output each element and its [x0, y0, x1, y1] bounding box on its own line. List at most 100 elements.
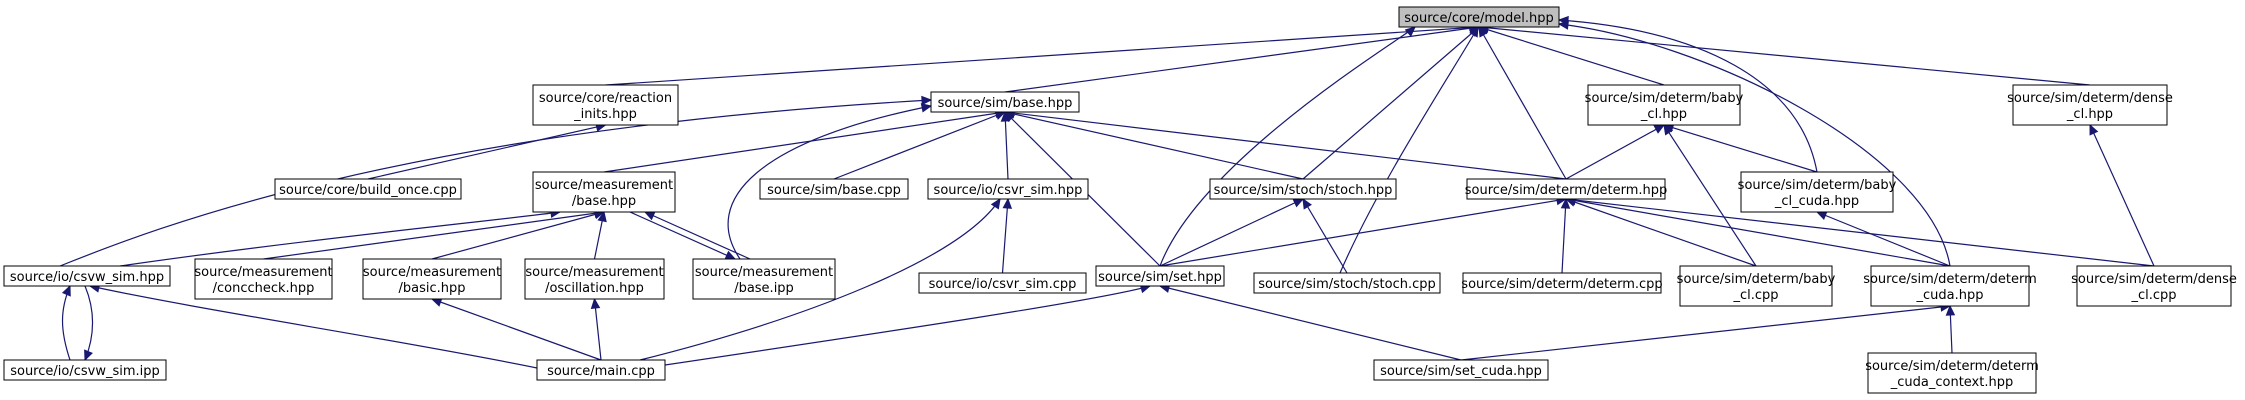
node-box: [194, 258, 333, 300]
node-label: source/measurement: [194, 265, 332, 280]
node-box: [1587, 84, 1741, 126]
edge-csvr_sim_hpp-to-sim_base: [1000, 110, 1011, 180]
node-box: [759, 178, 909, 200]
node-label: source/sim/determ/determ: [1863, 272, 2037, 287]
node-csvr-sim-hpp[interactable]: source/io/csvr_sim.hpp: [927, 178, 1089, 200]
node-baby-cl-hpp[interactable]: source/sim/determ/baby_cl.hpp: [1585, 84, 1744, 126]
node-box: [536, 359, 666, 381]
edge-determ_hpp-to-sim_base: [1003, 108, 1567, 180]
edge-oscillation-to-meas_base: [593, 210, 607, 260]
node-meas-base[interactable]: source/measurement/base.hpp: [532, 171, 676, 213]
node-determ-cpp[interactable]: source/sim/determ/determ.cpp: [1461, 272, 1663, 294]
node-dense-cl-hpp[interactable]: source/sim/determ/dense_cl.hpp: [2007, 84, 2173, 126]
edge-set_hpp-to-stoch_hpp: [1159, 198, 1305, 267]
edge-set_hpp-to-model: [1159, 26, 1416, 267]
node-baby-cl-cpp[interactable]: source/sim/determ/baby_cl.cpp: [1677, 265, 1836, 307]
node-label: source/sim/determ/dense: [2007, 91, 2173, 106]
node-label: _cl.cpp: [1732, 288, 1778, 303]
edge-csvw_sim_ipp-to-csvw_sim_hpp: [61, 284, 71, 361]
edge-meas_base_ipp-to-sim_base: [727, 103, 933, 260]
node-oscillation[interactable]: source/measurement/oscillation.hpp: [524, 258, 665, 300]
node-label: source/measurement: [525, 265, 663, 280]
node-box: [2076, 265, 2232, 307]
node-main-cpp[interactable]: source/main.cpp: [536, 359, 666, 381]
node-label: _cl.cpp: [2130, 288, 2176, 303]
node-label: _cuda.hpp: [1916, 288, 1984, 303]
node-model[interactable]: source/core/model.hpp: [1398, 6, 1560, 28]
node-label: source/sim/determ/determ: [1865, 359, 2039, 374]
node-label: source/sim/determ/determ.hpp: [1465, 183, 1667, 198]
node-box: [532, 171, 676, 213]
node-determ-hpp[interactable]: source/sim/determ/determ.hpp: [1465, 178, 1667, 200]
node-label: source/sim/determ/baby: [1738, 178, 1897, 193]
node-label: _cuda_context.hpp: [1890, 375, 2013, 390]
edge-determ_cpp-to-determ_hpp: [1560, 197, 1571, 274]
edge-baby_cl_cpp-to-baby_cl_hpp: [1663, 123, 1757, 267]
node-label: source/io/csvr_sim.hpp: [934, 183, 1083, 198]
node-csvw-sim-ipp[interactable]: source/io/csvw_sim.ipp: [3, 359, 167, 381]
node-label: source/sim/set_cuda.hpp: [1380, 364, 1542, 379]
edge-csvw_sim_hpp-to-meas_base: [119, 208, 562, 267]
node-label: source/main.cpp: [547, 364, 655, 379]
node-box: [1867, 352, 2037, 394]
node-label: source/core/model.hpp: [1404, 11, 1553, 26]
node-box: [2012, 84, 2168, 126]
node-set-hpp[interactable]: source/sim/set.hpp: [1095, 265, 1225, 287]
node-label: /basic.hpp: [398, 281, 465, 296]
edge-baby_cl_cuda_hpp-to-baby_cl_hpp: [1662, 123, 1818, 173]
node-stoch-cpp[interactable]: source/sim/stoch/stoch.cpp: [1253, 272, 1441, 294]
edge-determ_cuda_hpp-to-baby_cl_cuda_hpp: [1815, 211, 1951, 267]
node-box: [1209, 178, 1397, 200]
node-box: [1373, 359, 1549, 381]
edge-determ_hpp-to-model: [1478, 25, 1567, 180]
node-box: [1253, 272, 1441, 294]
node-label: /conccheck.hpp: [213, 281, 315, 296]
node-label: source/measurement: [363, 265, 501, 280]
edge-main_cpp-to-basic: [430, 297, 602, 361]
edge-meas_base-to-meas_base_ipp: [629, 211, 737, 260]
node-determ-cuda-hpp[interactable]: source/sim/determ/determ_cuda.hpp: [1863, 265, 2037, 307]
node-label: source/core/reaction: [539, 91, 672, 106]
node-determ-cuda-context[interactable]: source/sim/determ/determ_cuda_context.hp…: [1865, 352, 2039, 394]
node-conccheck[interactable]: source/measurement/conccheck.hpp: [194, 258, 333, 300]
node-label: source/sim/determ/determ.cpp: [1461, 277, 1662, 292]
node-label: source/io/csvw_sim.hpp: [10, 270, 164, 285]
edge-determ_cuda_context-to-determ_cuda_hpp: [1945, 304, 1956, 354]
node-baby-cl-cuda-hpp[interactable]: source/sim/determ/baby_cl_cuda.hpp: [1738, 171, 1897, 213]
node-label: source/sim/set.hpp: [1098, 270, 1222, 285]
edge-stoch_cpp-to-model: [1339, 25, 1479, 274]
nodes-layer: source/core/model.hpp source/core/reactio…: [3, 6, 2237, 394]
node-label: source/measurement: [535, 178, 673, 193]
node-csvr-sim-cpp[interactable]: source/io/csvr_sim.cpp: [918, 272, 1087, 294]
node-label: _cl.hpp: [2066, 107, 2113, 122]
edge-stoch_hpp-to-sim_base: [1003, 109, 1304, 180]
node-label: _inits.hpp: [573, 107, 637, 122]
edge-csvr_sim_cpp-to-csvr_sim_hpp: [1001, 197, 1013, 274]
node-sim-base-cpp[interactable]: source/sim/base.cpp: [759, 178, 909, 200]
node-basic[interactable]: source/measurement/basic.hpp: [362, 258, 502, 300]
node-box: [3, 265, 171, 287]
node-set-cuda[interactable]: source/sim/set_cuda.hpp: [1373, 359, 1549, 381]
node-meas-base-ipp[interactable]: source/measurement/base.ipp: [692, 258, 836, 300]
node-box: [1679, 265, 1833, 307]
edge-basic-to-meas_base: [431, 209, 606, 260]
node-reaction-inits[interactable]: source/core/reaction_inits.hpp: [532, 84, 679, 126]
node-label: source/sim/base.hpp: [938, 96, 1073, 111]
node-box: [930, 91, 1080, 113]
edge-sim_base-to-model: [1004, 23, 1481, 93]
node-box: [1740, 171, 1894, 213]
edge-set_cuda-to-set_hpp: [1158, 283, 1462, 361]
edge-csvw_sim_hpp-to-csvw_sim_ipp: [84, 285, 94, 362]
node-stoch-hpp[interactable]: source/sim/stoch/stoch.hpp: [1209, 178, 1397, 200]
edge-main_cpp-to-oscillation: [590, 297, 602, 361]
node-box: [362, 258, 502, 300]
edge-determ_cuda_hpp-to-model: [1557, 20, 1951, 267]
node-csvw-sim-hpp[interactable]: source/io/csvw_sim.hpp: [3, 265, 171, 287]
node-box: [524, 258, 665, 300]
edge-reaction_inits-to-model: [605, 22, 1481, 86]
node-box: [274, 178, 462, 200]
node-dense-cl-cpp[interactable]: source/sim/determ/dense_cl.cpp: [2071, 265, 2237, 307]
node-build-once[interactable]: source/core/build_once.cpp: [274, 178, 462, 200]
node-sim-base[interactable]: source/sim/base.hpp: [930, 91, 1080, 113]
